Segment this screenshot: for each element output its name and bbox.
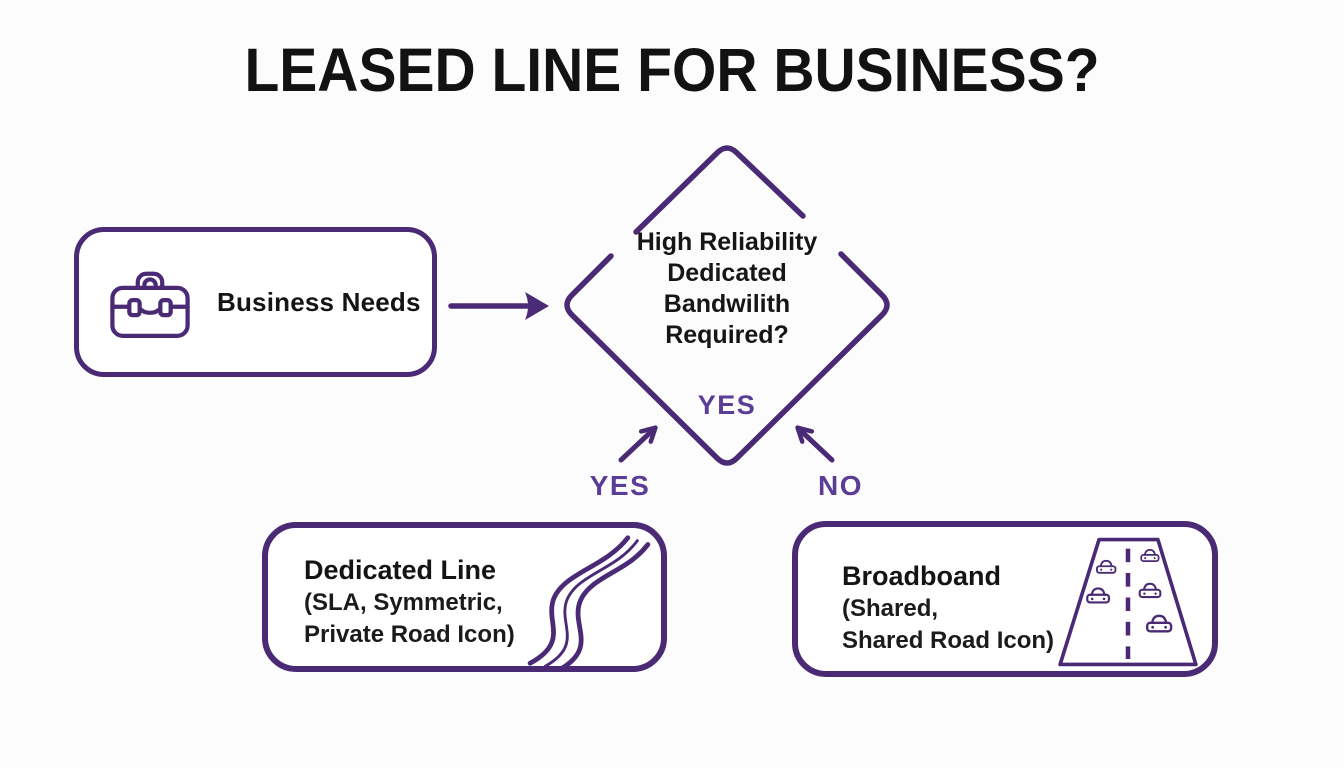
arrow-yes xyxy=(618,425,658,463)
decision-question: High Reliability Dedicated Bandwilith Re… xyxy=(577,227,877,351)
node-business-needs: Business Needs xyxy=(74,227,437,377)
arrow-business-to-decision xyxy=(448,292,549,320)
broadband-sub: (Shared, xyxy=(842,595,939,622)
edge-label-yes: YES xyxy=(589,470,651,501)
page-title: LEASED LINE FOR BUSINESS? xyxy=(244,36,1100,106)
dedicated-line-sub: (SLA, Symmetric, xyxy=(304,589,503,616)
decision-question-line: Required? xyxy=(665,321,789,349)
dedicated-line-sub: Private Road Icon) xyxy=(304,621,515,648)
broadband-label: Broadboand (Shared, Shared Road Icon) xyxy=(842,560,1054,657)
decision-inner-answer: YES xyxy=(697,390,757,420)
decision-question-line: Dedicated xyxy=(667,259,787,287)
broadband-sub: Shared Road Icon) xyxy=(842,627,1055,654)
business-needs-label: Business Needs xyxy=(217,286,421,317)
decision-question-line: Bandwilith xyxy=(663,290,791,318)
node-dedicated-line: Dedicated Line (SLA, Symmetric, Private … xyxy=(262,522,667,672)
arrow-no xyxy=(795,425,835,463)
dedicated-line-label: Dedicated Line (SLA, Symmetric, Private … xyxy=(304,554,515,651)
edge-label-no: NO xyxy=(818,470,863,501)
briefcase-icon xyxy=(110,271,190,338)
winding-road-icon xyxy=(527,535,651,669)
broadband-title: Broadboand xyxy=(842,561,1001,591)
decision-question-line: High Reliability xyxy=(636,228,818,256)
node-broadband: Broadboand (Shared, Shared Road Icon) xyxy=(792,521,1218,677)
dedicated-line-title: Dedicated Line xyxy=(304,555,497,585)
shared-road-icon xyxy=(1058,537,1198,667)
